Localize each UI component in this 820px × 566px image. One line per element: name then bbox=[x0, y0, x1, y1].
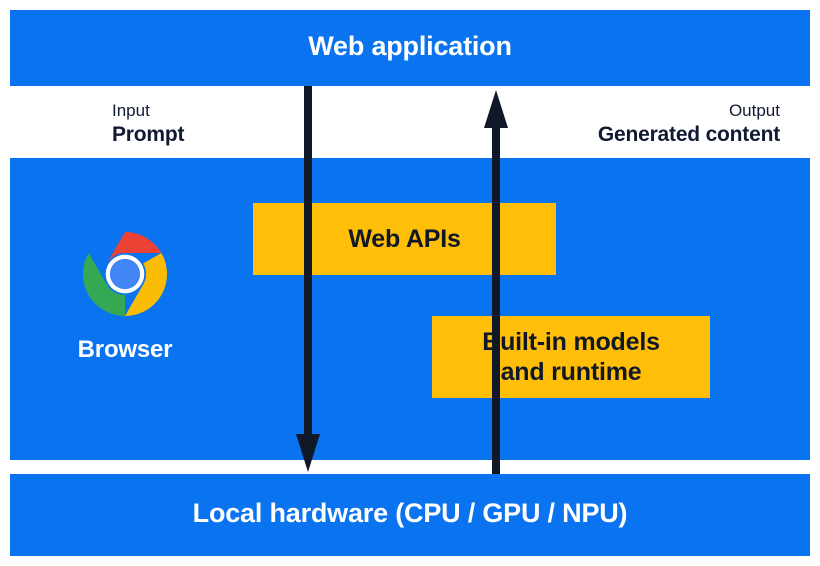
layer-local-hardware: Local hardware (CPU / GPU / NPU) bbox=[10, 474, 810, 556]
input-kind-label: Input bbox=[112, 101, 150, 120]
input-value-label: Prompt bbox=[112, 122, 185, 146]
output-kind-label: Output bbox=[728, 101, 780, 120]
output-value-label: Generated content bbox=[597, 122, 780, 146]
box-builtin-models-label-line2: and runtime bbox=[500, 358, 642, 386]
box-web-apis: Web APIs bbox=[253, 203, 556, 275]
box-builtin-models: Built-in models and runtime bbox=[432, 316, 710, 398]
browser-group: Browser bbox=[45, 232, 205, 364]
web-application-label: Web application bbox=[308, 31, 512, 61]
box-builtin-models-label-line1: Built-in models bbox=[482, 327, 660, 356]
output-flow-label: Output Generated content bbox=[598, 100, 780, 149]
box-builtin-models-label: Built-in models and runtime bbox=[482, 327, 660, 388]
browser-label: Browser bbox=[77, 336, 173, 363]
input-flow-label: Input Prompt bbox=[112, 100, 185, 149]
box-web-apis-label: Web APIs bbox=[348, 224, 461, 253]
layer-web-application: Web application bbox=[10, 10, 810, 86]
local-hardware-label: Local hardware (CPU / GPU / NPU) bbox=[192, 498, 628, 528]
chrome-logo-icon bbox=[83, 232, 167, 316]
